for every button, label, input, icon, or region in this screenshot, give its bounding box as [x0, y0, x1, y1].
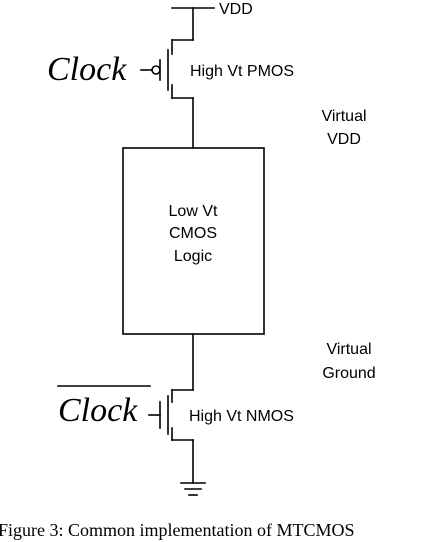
- vdd-rail: [171, 7, 215, 41]
- virtual-ground-label-line2: Ground: [322, 365, 375, 382]
- logic-label-line2: CMOS: [169, 225, 217, 242]
- pmos-transistor: [140, 39, 194, 149]
- virtual-vdd-label-line2: VDD: [327, 131, 361, 148]
- pmos-gate-bubble: [151, 65, 161, 75]
- virtual-vdd-label-line1: Virtual: [321, 108, 366, 125]
- nmos-label: High Vt NMOS: [189, 408, 294, 425]
- logic-label-line1: Low Vt: [169, 203, 218, 220]
- virtual-ground-label-line1: Virtual: [326, 341, 371, 358]
- figure-caption: Figure 3: Common implementation of MTCMO…: [0, 520, 355, 540]
- vdd-label: VDD: [219, 1, 253, 18]
- clock-label: Clock: [47, 51, 127, 88]
- logic-label-line3: Logic: [174, 248, 212, 265]
- clock-bar-label: Clock: [58, 392, 138, 429]
- pmos-label: High Vt PMOS: [190, 63, 294, 80]
- nmos-transistor: [148, 333, 194, 484]
- ground-icon: [180, 482, 206, 496]
